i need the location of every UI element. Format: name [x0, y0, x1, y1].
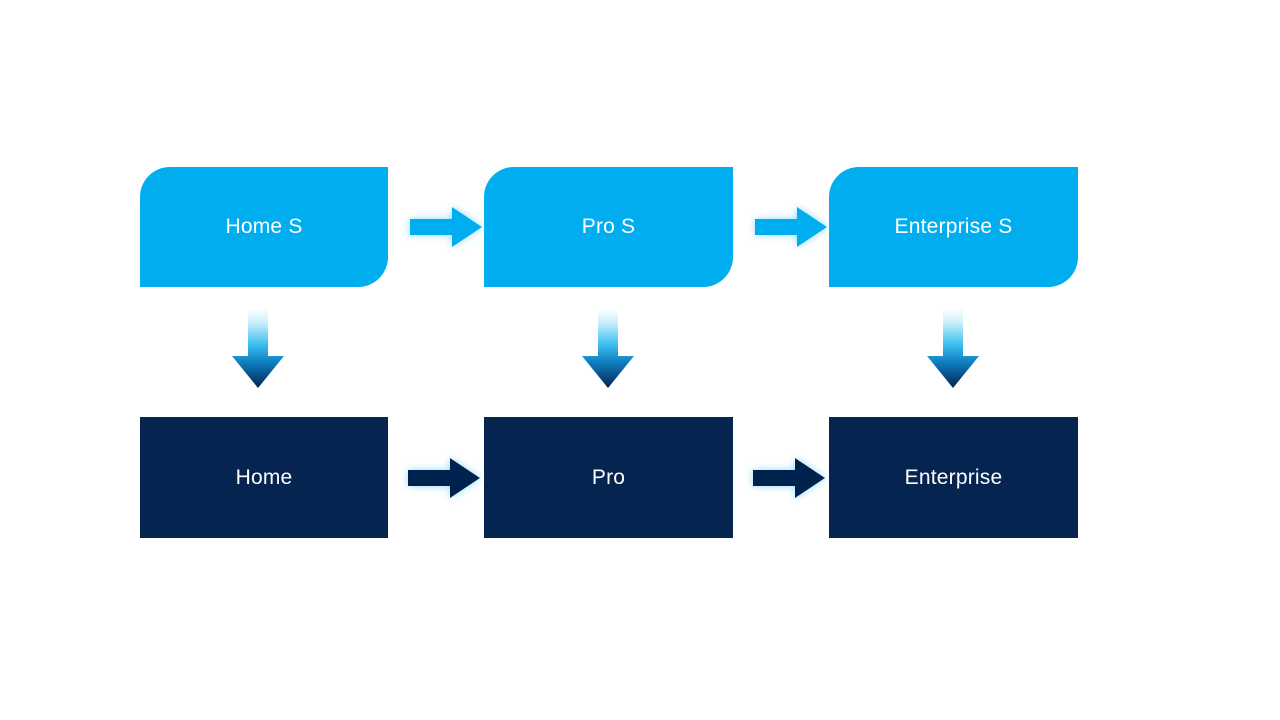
node-pro-label: Pro	[591, 465, 626, 489]
node-home-s[interactable]: Home S	[140, 167, 388, 287]
arrow-pro-to-enterprise	[751, 456, 827, 500]
arrow-home-to-pro	[406, 456, 482, 500]
arrow-enterprise-s-to-enterprise	[923, 308, 983, 390]
node-enterprise-s-label: Enterprise S	[894, 215, 1013, 239]
node-enterprise-label: Enterprise	[904, 465, 1003, 489]
node-pro-s[interactable]: Pro S	[484, 167, 733, 287]
node-home[interactable]: Home	[140, 417, 388, 538]
node-home-s-label: Home S	[225, 215, 303, 239]
node-enterprise-s[interactable]: Enterprise S	[829, 167, 1078, 287]
node-enterprise[interactable]: Enterprise	[829, 417, 1078, 538]
arrow-pro-s-to-enterprise-s	[753, 205, 829, 249]
node-pro[interactable]: Pro	[484, 417, 733, 538]
node-pro-s-label: Pro S	[581, 215, 636, 239]
arrow-pro-s-to-pro	[578, 308, 638, 390]
arrow-home-s-to-home	[228, 308, 288, 390]
arrow-home-s-to-pro-s	[408, 205, 484, 249]
node-home-label: Home	[235, 465, 293, 489]
